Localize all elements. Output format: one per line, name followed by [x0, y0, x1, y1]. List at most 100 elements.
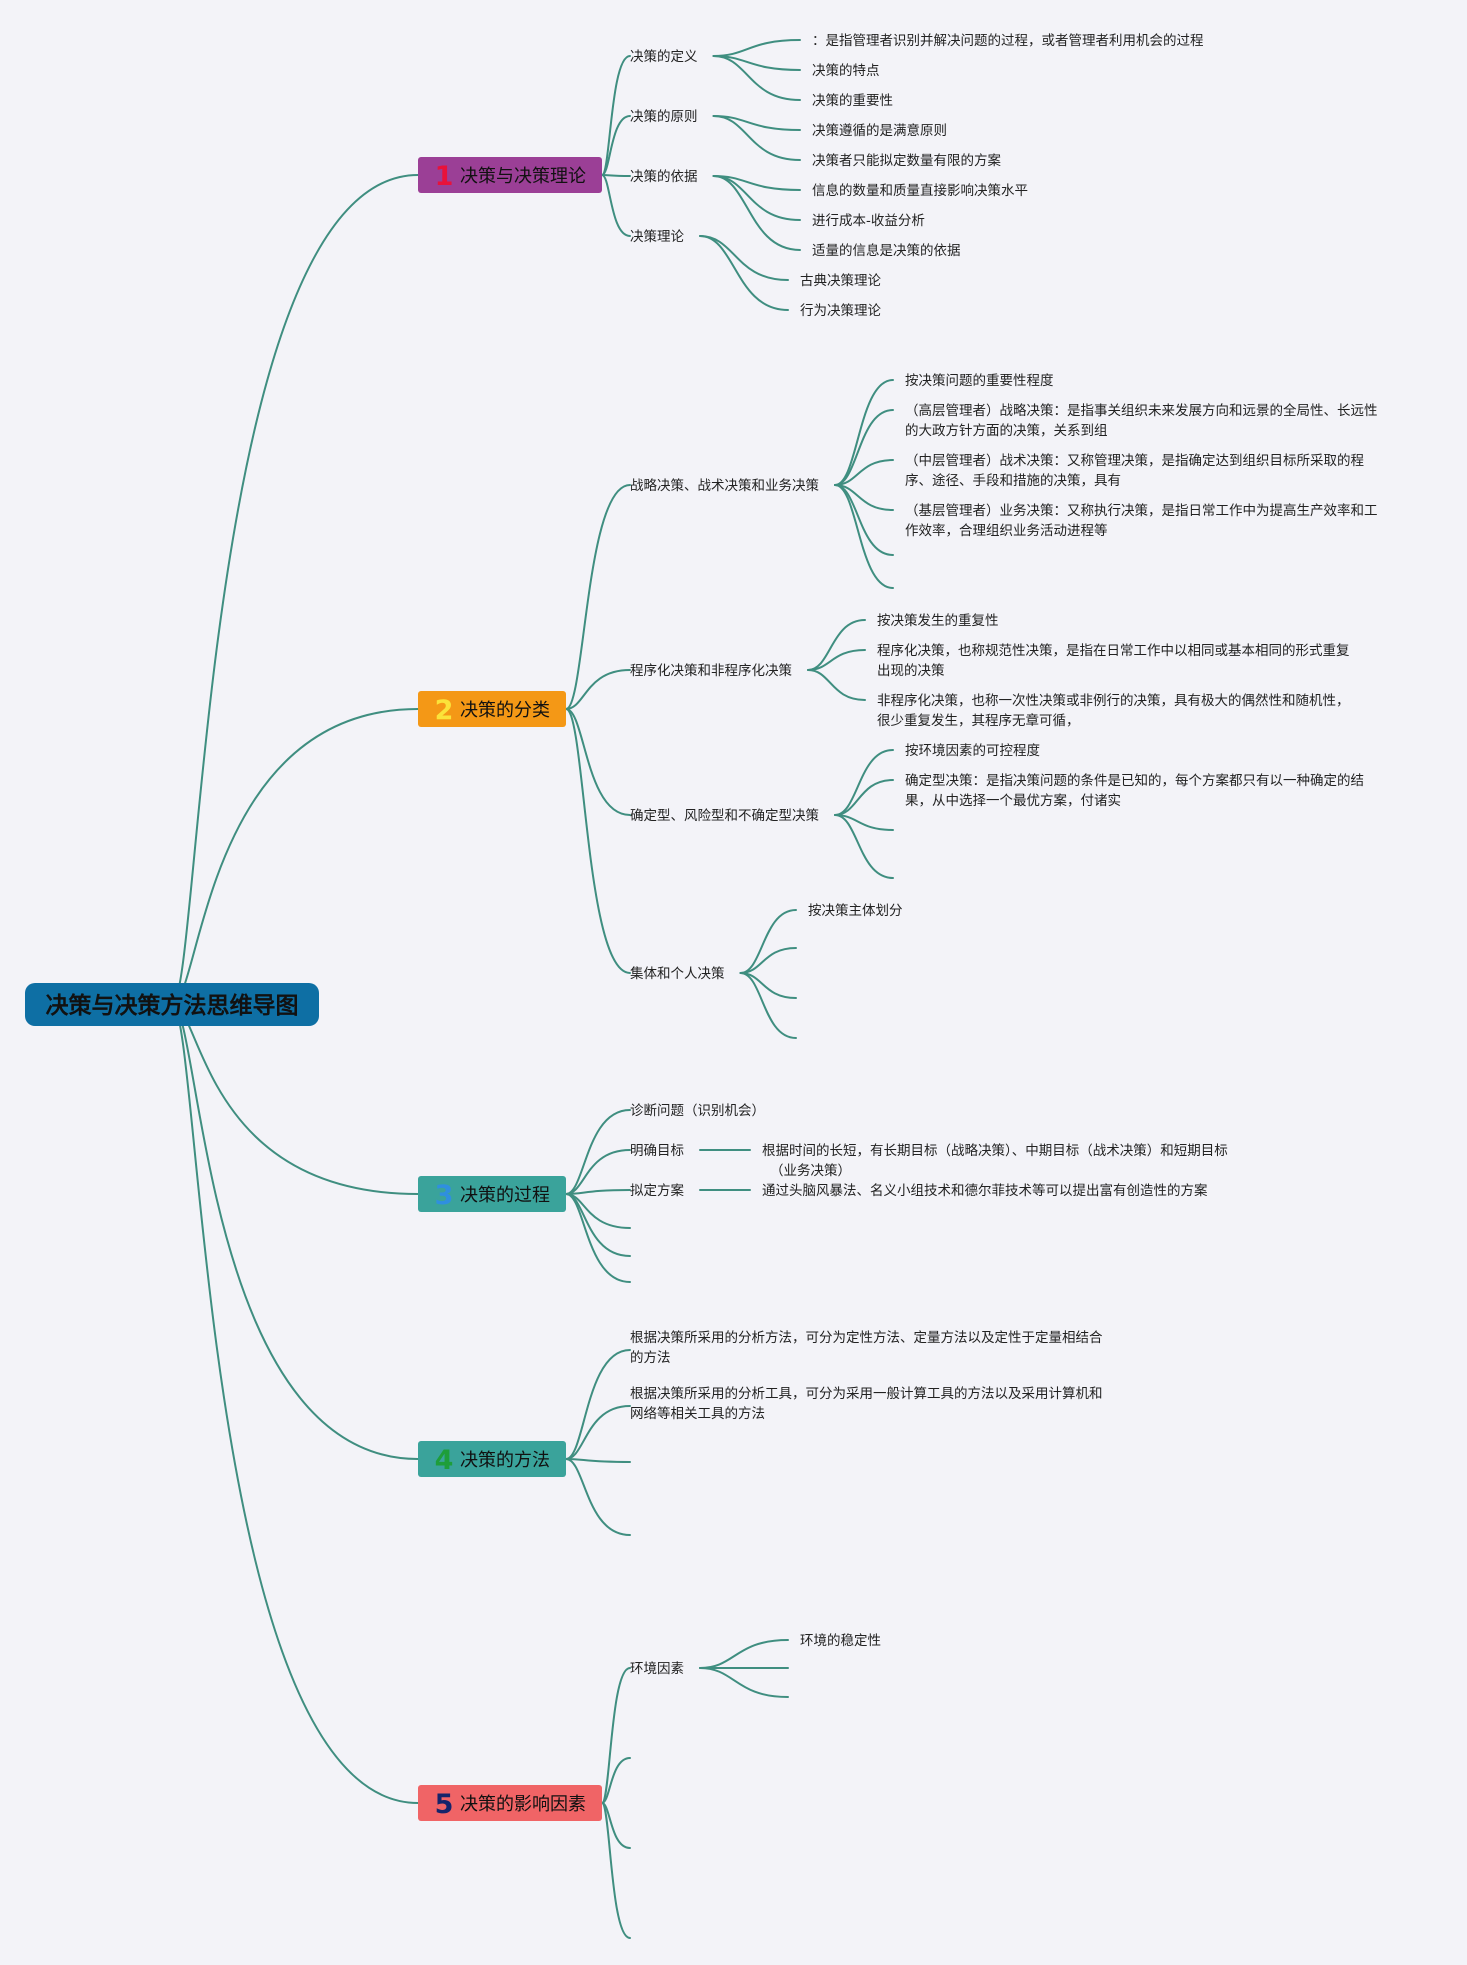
leaf-label[interactable]: ：是指管理者识别并解决问题的过程，或者管理者利用机会的过程: [812, 33, 1204, 49]
leaf-label[interactable]: 按决策问题的重要性程度: [905, 372, 1054, 389]
sub-topic-label[interactable]: 的方法: [630, 1350, 671, 1366]
leaf-label[interactable]: 决策者只能拟定数量有限的方案: [812, 152, 1001, 169]
sub-topic-label[interactable]: 拟定方案: [630, 1182, 684, 1199]
connector-line: [565, 1405, 631, 1460]
connector-line: [565, 1193, 631, 1283]
branch-label: 决策的过程: [460, 1185, 550, 1206]
leaf-label[interactable]: 作效率，合理组织业务活动进程等: [905, 522, 1108, 539]
leaf-label[interactable]: 按环境因素的可控程度: [905, 743, 1040, 759]
connector-line: [834, 484, 894, 511]
sub-topic-label[interactable]: 根据决策所采用的分析工具，可分为采用一般计算工具的方法以及采用计算机和: [630, 1385, 1103, 1402]
leaf-label[interactable]: 行为决策理论: [800, 302, 881, 319]
leaf-label[interactable]: 通过头脑风暴法、名义小组技术和德尔菲技术等可以提出富有创造性的方案: [762, 1182, 1208, 1199]
sub-topic-label[interactable]: 决策的依据: [630, 168, 698, 185]
sub-topic-label[interactable]: 确定型、风险型和不确定型决策: [630, 807, 819, 824]
connector-line: [834, 379, 894, 486]
connector-line: [171, 1003, 419, 1804]
connector-line: [565, 708, 631, 974]
branch-1-node[interactable]: 1 决策与决策理论: [418, 157, 602, 193]
leaf-label[interactable]: 古典决策理论: [800, 272, 881, 289]
connector-line: [565, 1109, 631, 1195]
connector-line: [565, 708, 631, 816]
connector-line: [601, 1667, 631, 1804]
branch-number: 3: [435, 1180, 454, 1211]
root-node[interactable]: 决策与决策方法思维导图: [25, 983, 319, 1026]
connector-line: [739, 947, 797, 974]
connector-line: [601, 1757, 631, 1804]
connector-line: [834, 409, 894, 486]
leaf-label[interactable]: 决策遵循的是满意原则: [812, 122, 947, 139]
connector-line: [712, 175, 801, 221]
branch-2-node[interactable]: 2 决策的分类: [418, 691, 566, 727]
connector-line: [601, 174, 631, 177]
connector-line: [171, 1003, 419, 1460]
leaf-label[interactable]: 环境的稳定性: [800, 1633, 881, 1649]
leaf-label[interactable]: 信息的数量和质量直接影响决策水平: [812, 182, 1028, 199]
branch-number: 4: [435, 1445, 454, 1476]
leaf-label[interactable]: 决策的重要性: [812, 92, 893, 109]
connector-line: [712, 55, 801, 101]
leaf-label[interactable]: 的大政方针方面的决策，关系到组: [905, 422, 1108, 439]
connector-line: [807, 619, 866, 671]
connector-line: [712, 39, 801, 57]
leaf-label[interactable]: （高层管理者）战略决策：是指事关组织未来发展方向和远景的全局性、长远性: [905, 402, 1378, 419]
branch-4-node[interactable]: 4 决策的方法: [418, 1441, 566, 1477]
sub-topic-label[interactable]: 集体和个人决策: [630, 965, 725, 982]
leaf-label[interactable]: 确定型决策：是指决策问题的条件是已知的，每个方案都只有以一种确定的结: [905, 772, 1364, 789]
sub-topic-label[interactable]: 网络等相关工具的方法: [630, 1405, 765, 1422]
sub-topic-label[interactable]: 决策的定义: [630, 48, 698, 65]
connector-line: [807, 649, 866, 671]
connector-line: [834, 749, 894, 816]
sub-topic-label[interactable]: 明确目标: [630, 1143, 684, 1159]
connector-line: [699, 235, 789, 311]
branch-number: 1: [435, 161, 454, 192]
leaf-label[interactable]: 非程序化决策，也称一次性决策或非例行的决策，具有极大的偶然性和随机性，: [877, 692, 1350, 709]
connector-line: [601, 115, 631, 176]
leaf-label[interactable]: （基层管理者）业务决策：又称执行决策，是指日常工作中为提高生产效率和工: [905, 502, 1378, 519]
connector-lines: [171, 39, 894, 1939]
leaf-label[interactable]: 决策的特点: [812, 62, 880, 79]
sub-topic-label[interactable]: 根据决策所采用的分析方法，可分为定性方法、定量方法以及定性于定量相结合: [630, 1329, 1103, 1346]
branch-label: 决策的分类: [460, 700, 550, 721]
sub-topic-label[interactable]: 决策的原则: [630, 108, 698, 125]
leaf-label[interactable]: 很少重复发生，其程序无章可循，: [877, 712, 1080, 729]
leaf-label[interactable]: 按决策主体划分: [808, 902, 903, 919]
connector-line: [834, 459, 894, 486]
branch-number: 5: [435, 1789, 454, 1820]
branch-3-node[interactable]: 3 决策的过程: [418, 1176, 566, 1212]
leaf-label[interactable]: 程序化决策，也称规范性决策，是指在日常工作中以相同或基本相同的形式重复: [877, 642, 1350, 659]
branch-number: 2: [435, 695, 454, 726]
connector-line: [834, 484, 894, 589]
connector-line: [565, 1149, 631, 1195]
root-label: 决策与决策方法思维导图: [46, 992, 299, 1019]
sub-topic-label[interactable]: 战略决策、战术决策和业务决策: [630, 477, 819, 494]
connector-line: [565, 669, 631, 710]
leaf-label[interactable]: 果，从中选择一个最优方案，付诸实: [905, 792, 1121, 809]
leaf-label[interactable]: 出现的决策: [877, 662, 945, 679]
leaf-label[interactable]: 根据时间的长短，有长期目标（战略决策）、中期目标（战术决策）和短期目标: [762, 1142, 1228, 1159]
sub-topic-label[interactable]: 环境因素: [630, 1661, 684, 1677]
leaf-label[interactable]: 按决策发生的重复性: [877, 612, 999, 629]
connector-line: [834, 484, 894, 556]
leaf-label[interactable]: 序、途径、手段和措施的决策，具有: [905, 472, 1121, 489]
branch-label: 决策的方法: [460, 1450, 550, 1471]
sub-topic-label[interactable]: 决策理论: [630, 228, 684, 245]
connector-line: [565, 484, 631, 710]
connector-line: [565, 1458, 631, 1536]
connector-line: [699, 1667, 789, 1698]
leaf-label[interactable]: （业务决策）: [770, 1162, 851, 1179]
branch-5-node[interactable]: 5 决策的影响因素: [418, 1785, 602, 1821]
connector-line: [712, 115, 801, 161]
sub-topic-label[interactable]: 诊断问题（识别机会）: [630, 1103, 765, 1119]
mind-map-nodes: 决策与决策方法思维导图 1 决策与决策理论 决策的定义 ：是指管理者识别并解决问题的过…: [25, 33, 1378, 1821]
connector-line: [171, 174, 419, 1005]
connector-line: [834, 814, 894, 879]
leaf-label[interactable]: 进行成本-收益分析: [812, 213, 925, 229]
sub-topic-label[interactable]: 程序化决策和非程序化决策: [630, 662, 792, 679]
leaf-label[interactable]: （中层管理者）战术决策：又称管理决策，是指确定达到组织目标所采取的程: [905, 452, 1364, 469]
connector-line: [601, 1802, 631, 1939]
branch-label: 决策的影响因素: [460, 1794, 586, 1815]
connector-line: [739, 909, 797, 974]
leaf-label[interactable]: 适量的信息是决策的依据: [812, 242, 961, 259]
branch-label: 决策与决策理论: [460, 166, 586, 187]
